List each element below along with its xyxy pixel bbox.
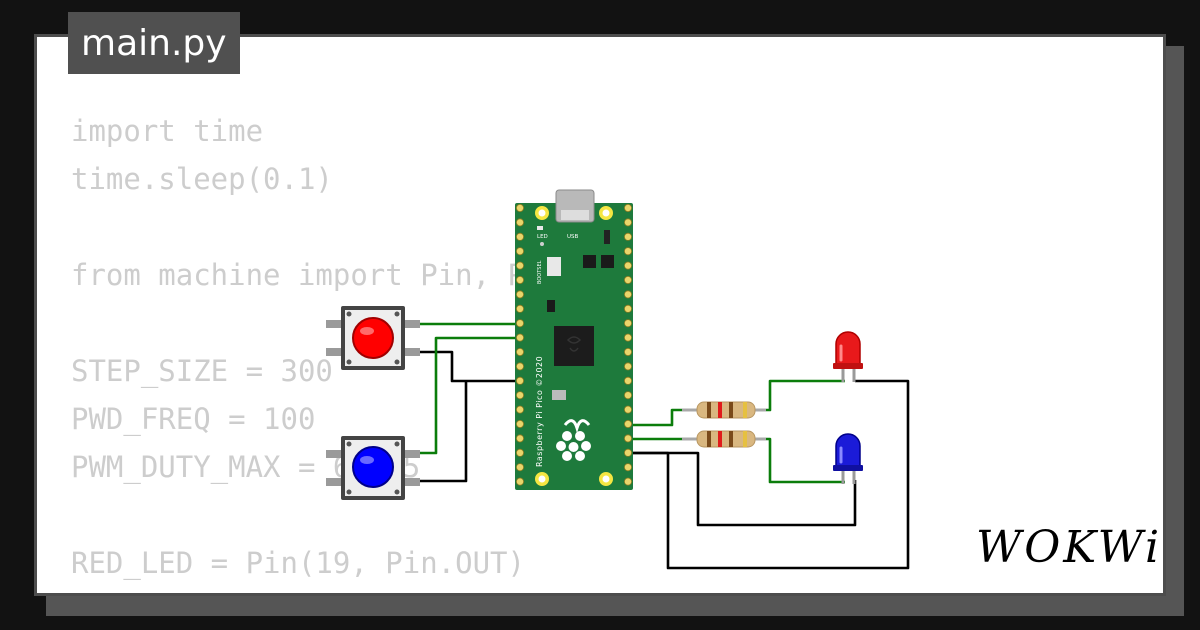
wokwi-logo: WOKWi (976, 522, 1163, 573)
board-pin[interactable] (624, 463, 633, 472)
board-pin[interactable] (624, 333, 633, 342)
board-pin[interactable] (516, 463, 525, 472)
board-pin[interactable] (516, 405, 525, 414)
wire-gnd-red-led[interactable] (622, 379, 910, 570)
board-pin[interactable] (624, 261, 633, 270)
board-pin[interactable] (624, 347, 633, 356)
bootsel-label: BOOTSEL (537, 260, 543, 284)
code-line: time.sleep(0.1) (71, 162, 333, 196)
board-led-label: LED (537, 234, 548, 240)
board-pin[interactable] (624, 477, 633, 486)
board-pin[interactable] (516, 434, 525, 443)
board-pin[interactable] (516, 275, 525, 284)
board-pin[interactable] (624, 203, 633, 212)
push-button-red[interactable] (326, 306, 420, 370)
code-line: import time (71, 114, 264, 148)
board-pin[interactable] (516, 477, 525, 486)
board-pin[interactable] (624, 391, 633, 400)
wire-gnd-blue-led[interactable] (622, 451, 857, 527)
raspberry-pi-pico[interactable]: LED USB BOOTSEL Raspberry Pi Pico ©2020 (515, 189, 633, 490)
wire-red-button-gnd[interactable] (406, 350, 526, 383)
wire-resistor-red-led[interactable] (757, 379, 845, 412)
wire-blue-button-gp[interactable] (406, 336, 526, 455)
board-pin[interactable] (516, 391, 525, 400)
led-blue[interactable] (833, 433, 863, 484)
board-pin[interactable] (624, 376, 633, 385)
board-pin[interactable] (624, 448, 633, 457)
board-pin[interactable] (624, 419, 633, 428)
board-model-label: Raspberry Pi Pico ©2020 (535, 356, 544, 467)
board-usb-label: USB (567, 234, 579, 240)
board-pin[interactable] (516, 290, 525, 299)
board-pin[interactable] (516, 362, 525, 371)
raspberry-logo-icon (556, 419, 591, 461)
code-line: STEP_SIZE = 300 (71, 354, 333, 388)
board-pin[interactable] (624, 290, 633, 299)
resistor-1[interactable] (682, 401, 766, 419)
code-line: RED_LED = Pin(19, Pin.OUT) (71, 546, 525, 580)
board-pin[interactable] (624, 232, 633, 241)
board-pin[interactable] (516, 347, 525, 356)
board-pin[interactable] (624, 405, 633, 414)
resistor-2[interactable] (682, 430, 766, 448)
board-pin[interactable] (624, 304, 633, 313)
board-pin[interactable] (516, 333, 525, 342)
board-pin[interactable] (516, 203, 525, 212)
board-pin[interactable] (624, 275, 633, 284)
push-button-blue[interactable] (326, 436, 420, 500)
board-pin[interactable] (624, 319, 633, 328)
board-pin[interactable] (516, 261, 525, 270)
board-pin[interactable] (516, 218, 525, 227)
board-pin[interactable] (624, 434, 633, 443)
board-pin[interactable] (516, 304, 525, 313)
board-pin[interactable] (516, 419, 525, 428)
board-pin[interactable] (516, 376, 525, 385)
led-red[interactable] (833, 331, 863, 382)
code-line: PWD_FREQ = 100 (71, 402, 316, 436)
board-pin[interactable] (516, 448, 525, 457)
board-pin[interactable] (624, 362, 633, 371)
board-pin[interactable] (516, 319, 525, 328)
bootsel-button[interactable] (547, 257, 561, 276)
board-pin[interactable] (624, 247, 633, 256)
wire-resistor-blue-led[interactable] (757, 437, 845, 484)
file-tab-main[interactable]: main.py (68, 12, 240, 74)
board-pin[interactable] (516, 247, 525, 256)
board-pin[interactable] (624, 218, 633, 227)
rp2040-chip (554, 326, 594, 366)
wire-blue-button-gnd[interactable] (406, 381, 468, 483)
board-pin[interactable] (516, 232, 525, 241)
